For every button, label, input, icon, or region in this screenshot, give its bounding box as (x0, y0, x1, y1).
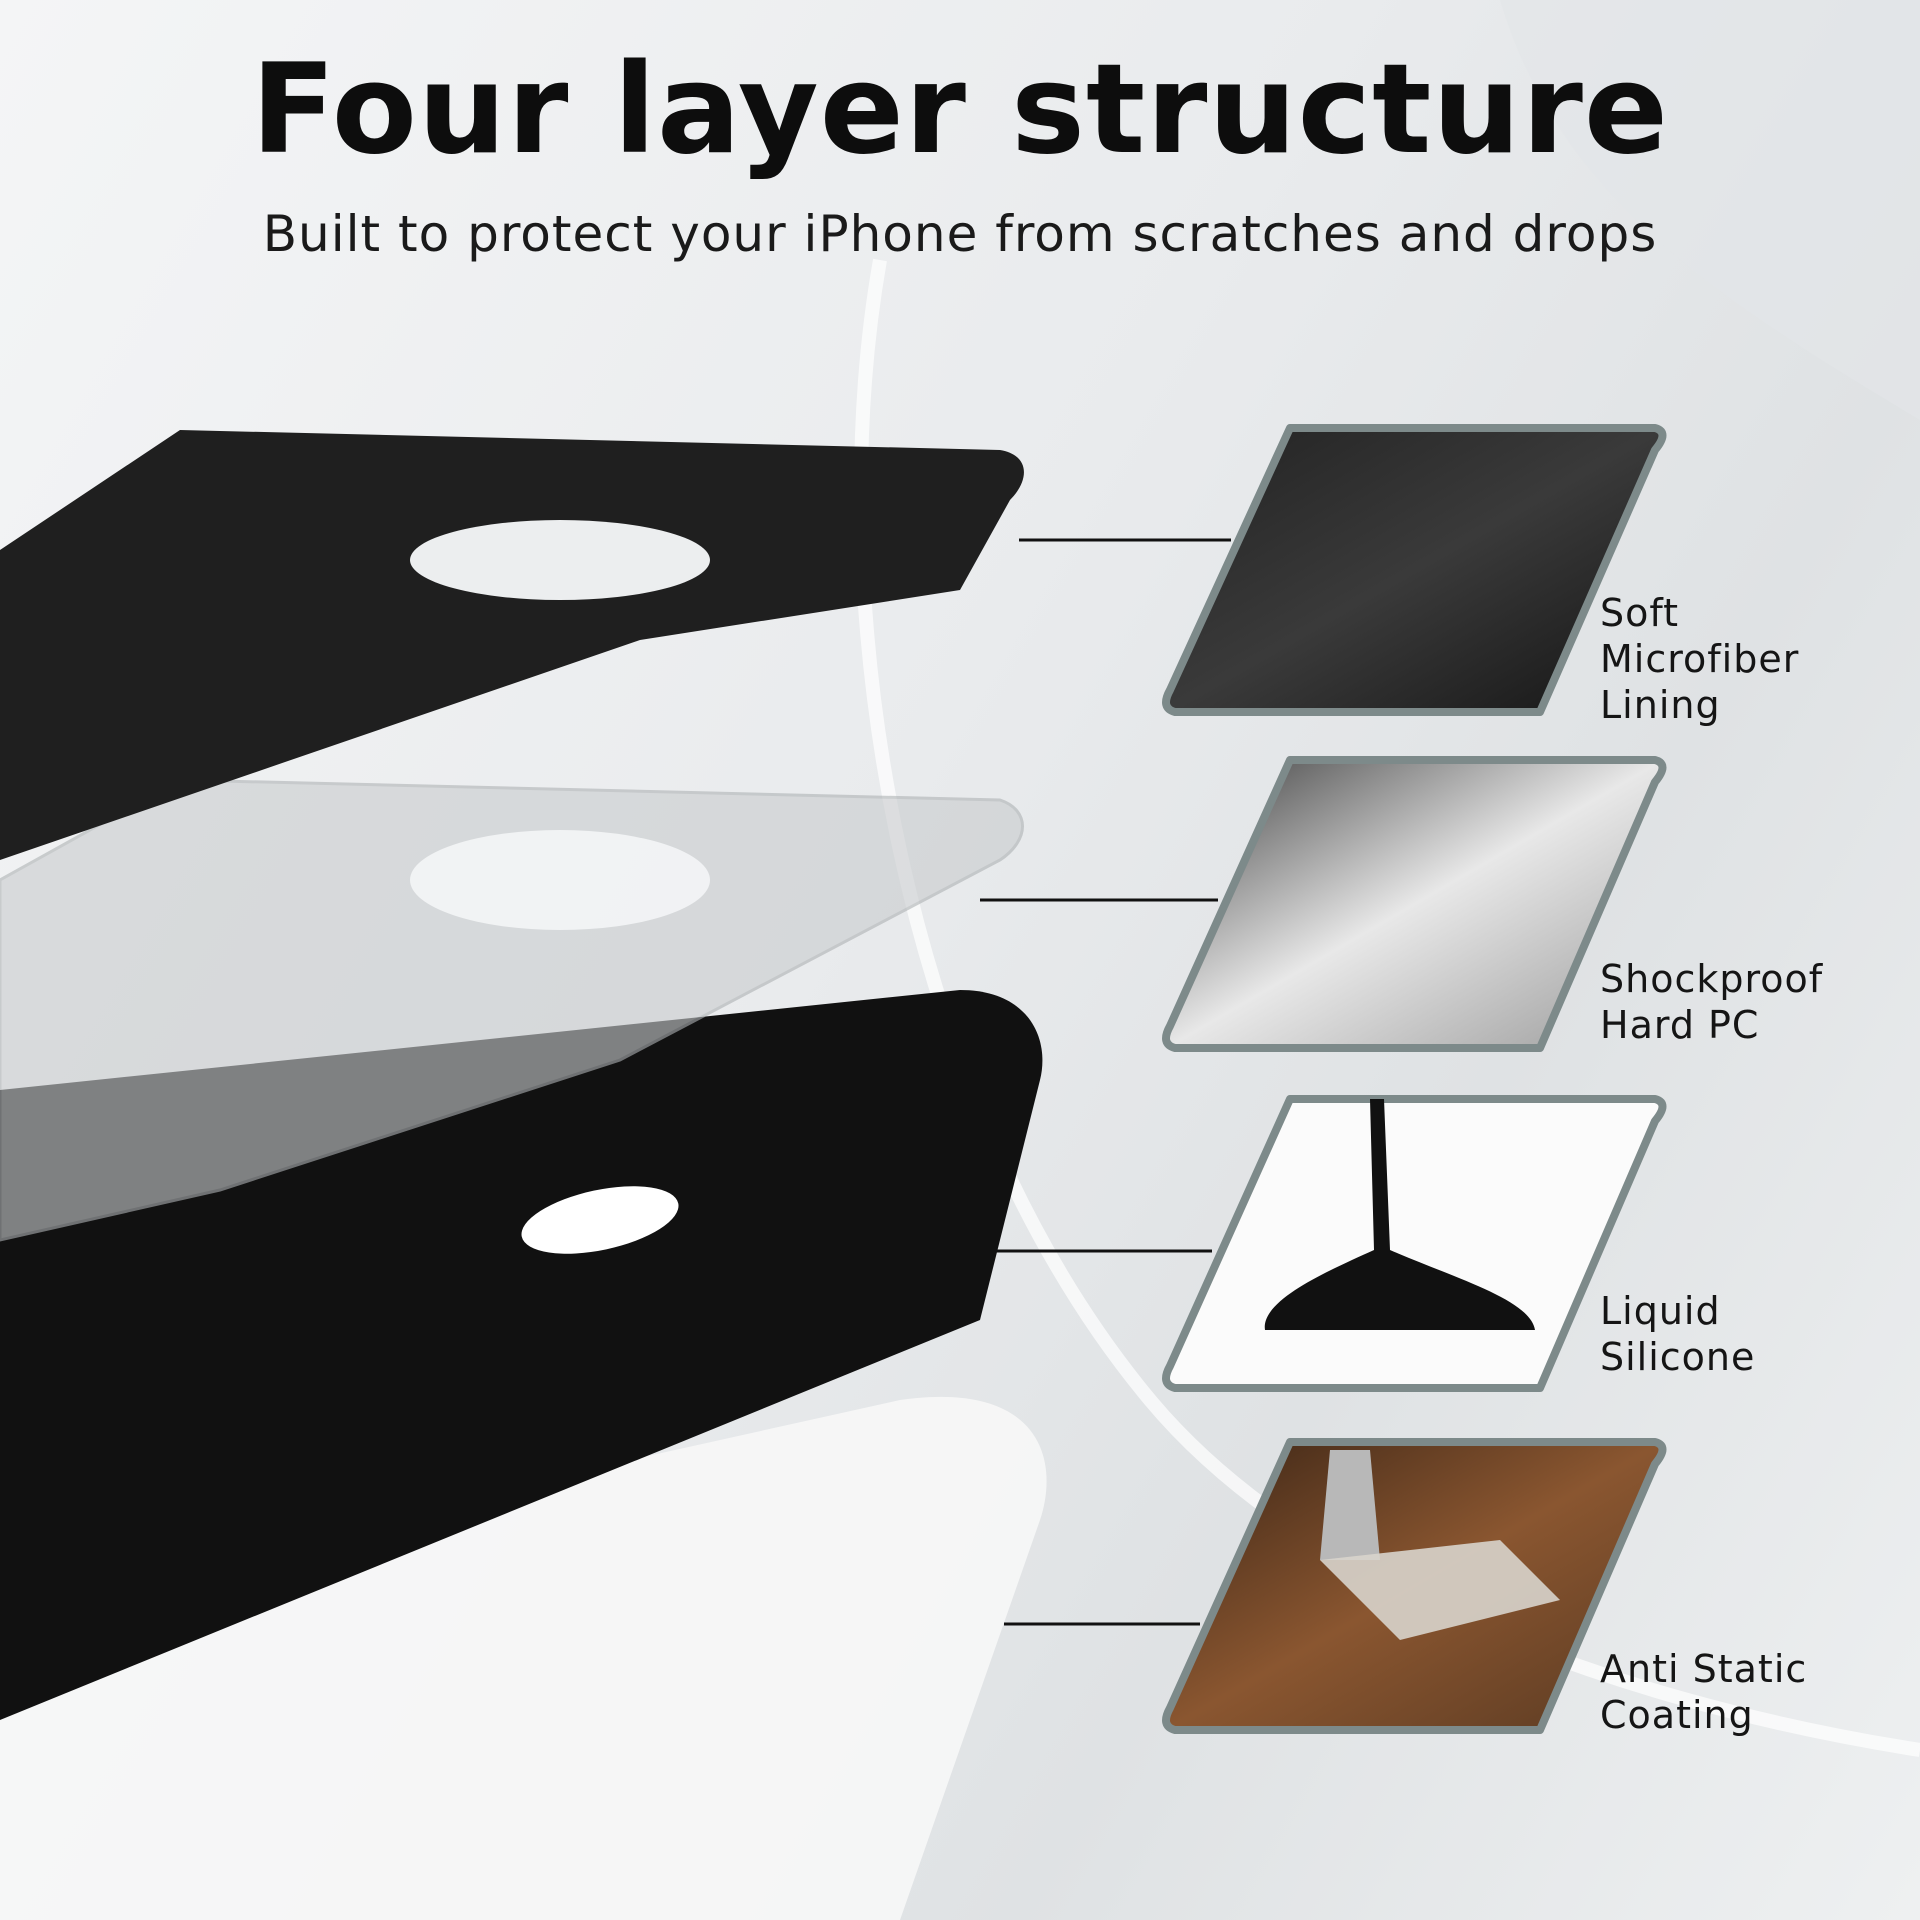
camera-cutout (521, 1186, 679, 1254)
clear-case-background (1500, 0, 1920, 420)
label-line: Lining (1600, 683, 1721, 727)
microfiber-swatch-icon (1162, 424, 1667, 716)
layer-label-anti-static: Anti Static Coating (1600, 1646, 1807, 1738)
label-line: Microfiber (1600, 637, 1800, 681)
label-line: Coating (1600, 1693, 1754, 1737)
liquid-silicone-icon (1162, 1095, 1667, 1392)
label-line: Soft (1600, 591, 1679, 635)
page-subtitle: Built to protect your iPhone from scratc… (262, 205, 1658, 263)
layer-label-microfiber: Soft Microfiber Lining (1600, 590, 1799, 728)
microfiber-layer (0, 430, 1024, 860)
layer-label-silicone: Liquid Silicone (1600, 1288, 1755, 1380)
pc-pellets-icon (1162, 756, 1667, 1052)
label-line: Shockproof (1600, 957, 1824, 1001)
hard-pc-layer (0, 778, 1024, 1242)
layer-label-hard-pc: Shockproof Hard PC (1600, 956, 1823, 1048)
label-line: Hard PC (1600, 1003, 1760, 1047)
label-line: Liquid (1600, 1289, 1721, 1333)
page-title: Four layer structure (251, 38, 1669, 182)
label-line: Anti Static (1600, 1647, 1808, 1691)
anti-static-layer (0, 1396, 1047, 1920)
connector-lines (980, 538, 1231, 1626)
label-line: Silicone (1600, 1335, 1756, 1379)
